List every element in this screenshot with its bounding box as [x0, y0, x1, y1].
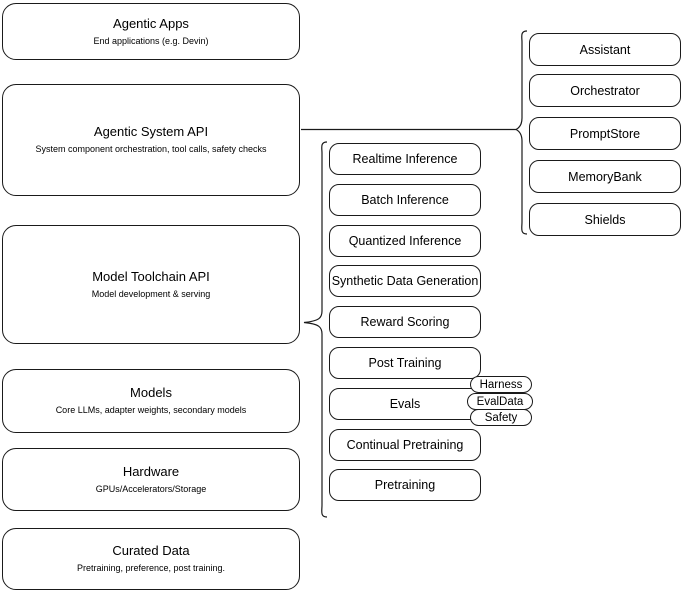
layer-subtitle: GPUs/Accelerators/Storage	[95, 483, 207, 494]
system-component-orchestrator[interactable]: Orchestrator	[529, 74, 681, 107]
stack-layer-agentic-apps[interactable]: Agentic Apps End applications (e.g. Devi…	[2, 3, 300, 60]
system-components-brace	[514, 30, 528, 235]
eval-tag-label: EvalData	[476, 395, 524, 408]
layer-title: Hardware	[122, 463, 180, 479]
toolchain-capabilities-brace	[303, 141, 328, 518]
layer-title: Model Toolchain API	[92, 268, 210, 284]
stack-layer-agentic-system-api[interactable]: Agentic System API System component orch…	[2, 84, 300, 196]
layer-subtitle: Model development & serving	[91, 288, 211, 299]
system-component-promptstore[interactable]: PromptStore	[529, 117, 681, 150]
system-component-memorybank[interactable]: MemoryBank	[529, 160, 681, 193]
capability-label: Continual Pretraining	[346, 438, 464, 452]
layer-title: Curated Data	[112, 543, 190, 558]
capability-batch-inference[interactable]: Batch Inference	[329, 184, 481, 216]
system-component-label: PromptStore	[569, 126, 641, 141]
capability-reward-scoring[interactable]: Reward Scoring	[329, 306, 481, 338]
capability-label: Quantized Inference	[348, 234, 462, 248]
layer-subtitle: Pretraining, preference, post training.	[76, 563, 226, 573]
capability-evals[interactable]: Evals	[329, 388, 481, 420]
capability-label: Batch Inference	[361, 193, 449, 207]
eval-tag-label: Safety	[484, 411, 518, 424]
layer-subtitle: System component orchestration, tool cal…	[35, 144, 267, 154]
layer-title: Agentic System API	[93, 124, 209, 139]
capability-label: Realtime Inference	[352, 152, 458, 166]
system-component-label: Assistant	[579, 42, 631, 57]
layer-title: Agentic Apps	[113, 15, 189, 31]
capability-realtime-inference[interactable]: Realtime Inference	[329, 143, 481, 175]
layer-subtitle: Core LLMs, adapter weights, secondary mo…	[55, 405, 247, 415]
capability-post-training[interactable]: Post Training	[329, 347, 481, 379]
system-component-assistant[interactable]: Assistant	[529, 33, 681, 66]
system-component-label: MemoryBank	[568, 169, 642, 184]
capability-label: Pretraining	[374, 478, 436, 492]
eval-tag-harness[interactable]: Harness	[470, 376, 532, 393]
system-component-label: Orchestrator	[570, 83, 640, 98]
capability-label: Reward Scoring	[360, 315, 450, 329]
capability-synthetic-data-generation[interactable]: Synthetic Data Generation	[329, 265, 481, 297]
stack-layer-models[interactable]: Models Core LLMs, adapter weights, secon…	[2, 369, 300, 433]
capability-continual-pretraining[interactable]: Continual Pretraining	[329, 429, 481, 461]
eval-tag-safety[interactable]: Safety	[470, 409, 532, 426]
capability-label: Synthetic Data Generation	[331, 274, 479, 288]
capability-pretraining[interactable]: Pretraining	[329, 469, 481, 501]
stack-layer-model-toolchain-api[interactable]: Model Toolchain API Model development & …	[2, 225, 300, 344]
layer-subtitle: End applications (e.g. Devin)	[93, 35, 209, 46]
layer-title: Models	[130, 385, 172, 400]
system-component-label: Shields	[584, 212, 626, 227]
stack-layer-hardware[interactable]: Hardware GPUs/Accelerators/Storage	[2, 448, 300, 511]
capability-label: Post Training	[368, 356, 442, 370]
capability-label: Evals	[389, 397, 421, 411]
eval-tag-evaldata[interactable]: EvalData	[467, 393, 533, 410]
capability-quantized-inference[interactable]: Quantized Inference	[329, 225, 481, 257]
stack-layer-curated-data[interactable]: Curated Data Pretraining, preference, po…	[2, 528, 300, 590]
eval-tag-label: Harness	[479, 378, 523, 391]
system-component-shields[interactable]: Shields	[529, 203, 681, 236]
